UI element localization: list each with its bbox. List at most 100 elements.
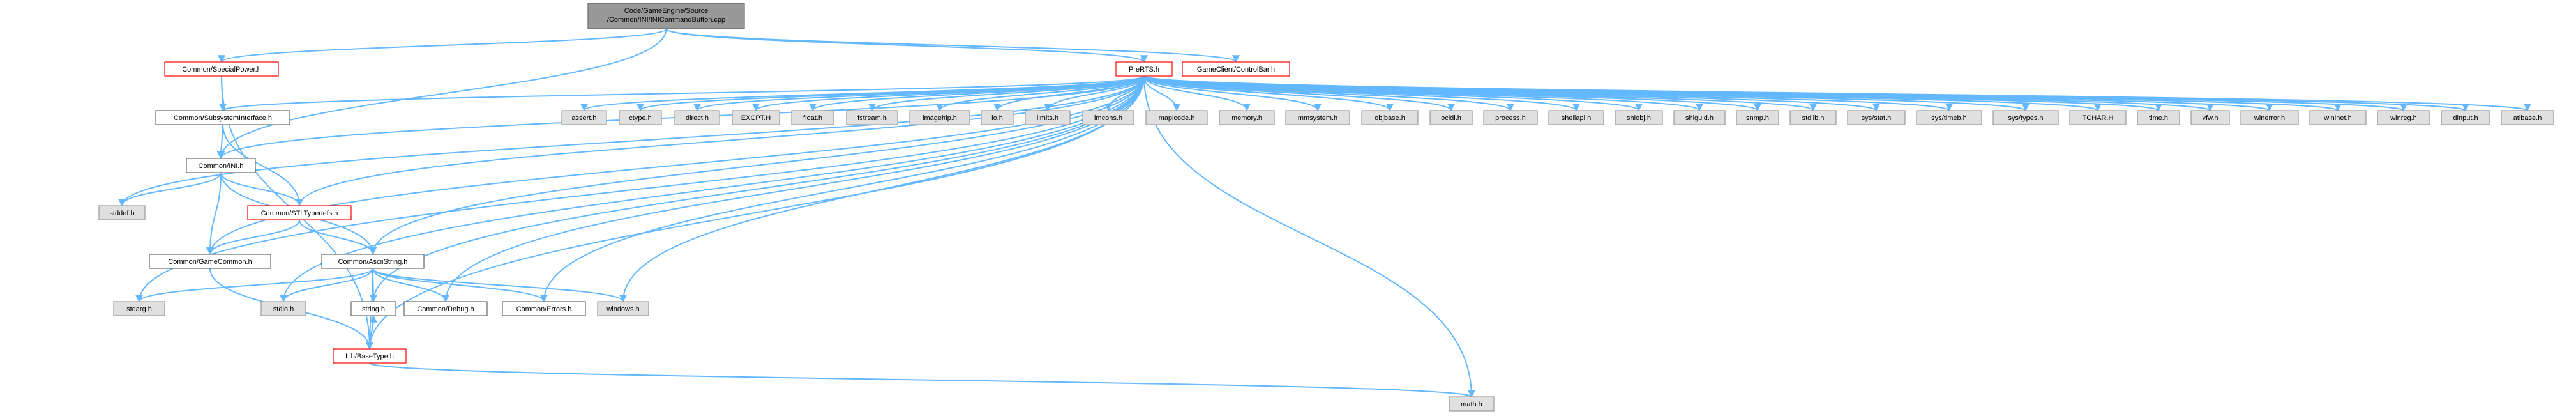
node-tchar[interactable]: TCHAR.H bbox=[2069, 110, 2127, 125]
node-prerts-box bbox=[1115, 61, 1173, 77]
node-controlbar-label: GameClient/ControlBar.h bbox=[1197, 66, 1275, 73]
node-asciistring[interactable]: Common/AsciiString.h bbox=[321, 254, 425, 269]
node-float-label: float.h bbox=[803, 114, 822, 122]
node-gamecommon-box bbox=[149, 254, 271, 269]
node-excpt[interactable]: EXCPT.H bbox=[732, 110, 780, 125]
node-wininet[interactable]: wininet.h bbox=[2309, 110, 2367, 125]
node-wininet-label: wininet.h bbox=[2323, 114, 2351, 122]
node-systimeb[interactable]: sys/timeb.h bbox=[1916, 110, 1982, 125]
node-io-box bbox=[981, 110, 1014, 125]
node-lmcons-label: lmcons.h bbox=[1094, 114, 1122, 122]
node-winreg[interactable]: winreg.h bbox=[2377, 110, 2430, 125]
node-time-box bbox=[2137, 110, 2180, 125]
node-shlguid[interactable]: shlguid.h bbox=[1673, 110, 1726, 125]
node-subsystem[interactable]: Common/SubsystemInterface.h bbox=[155, 110, 290, 125]
node-ctype[interactable]: ctype.h bbox=[619, 110, 662, 125]
node-errors[interactable]: Common/Errors.h bbox=[502, 301, 586, 316]
node-asciistring-box bbox=[321, 254, 425, 269]
node-shellapi-box bbox=[1548, 110, 1604, 125]
node-basetype[interactable]: Lib/BaseType.h bbox=[333, 348, 407, 364]
node-assert-box bbox=[561, 110, 607, 125]
node-systypes[interactable]: sys/types.h bbox=[1992, 110, 2059, 125]
node-specialpower[interactable]: Common/SpecialPower.h bbox=[164, 61, 279, 77]
node-gamecommon[interactable]: Common/GameCommon.h bbox=[149, 254, 271, 269]
node-debug[interactable]: Common/Debug.h bbox=[403, 301, 488, 316]
node-fstream[interactable]: fstream.h bbox=[846, 110, 898, 125]
edge-prerts-to-mapicode bbox=[1143, 75, 1180, 112]
node-stddef-box bbox=[98, 205, 146, 220]
node-assert[interactable]: assert.h bbox=[561, 110, 607, 125]
node-excpt-label: EXCPT.H bbox=[741, 114, 771, 122]
node-lmcons[interactable]: lmcons.h bbox=[1082, 110, 1134, 125]
node-ini-box bbox=[186, 158, 256, 173]
node-stdlib[interactable]: stdlib.h bbox=[1789, 110, 1837, 125]
node-root-label-line-1: /Common/INI/INICommandButton.cpp bbox=[607, 16, 725, 24]
node-winerror[interactable]: winerror.h bbox=[2240, 110, 2299, 125]
node-prerts[interactable]: PreRTS.h bbox=[1115, 61, 1173, 77]
node-time[interactable]: time.h bbox=[2137, 110, 2180, 125]
node-windows-label: windows.h bbox=[606, 305, 639, 313]
node-ocidl-label: ocidl.h bbox=[1441, 114, 1461, 122]
node-stddef[interactable]: stddef.h bbox=[98, 205, 146, 220]
node-subsystem-label: Common/SubsystemInterface.h bbox=[174, 114, 272, 122]
node-mmsystem[interactable]: mmsystem.h bbox=[1285, 110, 1350, 125]
node-specialpower-label: Common/SpecialPower.h bbox=[182, 66, 261, 73]
node-sysstat[interactable]: sys/stat.h bbox=[1847, 110, 1906, 125]
node-controlbar[interactable]: GameClient/ControlBar.h bbox=[1182, 61, 1290, 77]
node-asciistring-label: Common/AsciiString.h bbox=[338, 258, 408, 266]
edge-prerts-to-stddef bbox=[118, 75, 1145, 207]
node-math[interactable]: math.h bbox=[1449, 396, 1495, 412]
edge-ini-to-gamecommon bbox=[206, 172, 222, 256]
node-stdio[interactable]: stdio.h bbox=[260, 301, 306, 316]
node-dinput-label: dinput.h bbox=[2453, 114, 2478, 122]
edge-prerts-to-math bbox=[1143, 75, 1475, 398]
node-windows-box bbox=[597, 301, 649, 316]
node-mapicode[interactable]: mapicode.h bbox=[1145, 110, 1208, 125]
node-limits[interactable]: limits.h bbox=[1025, 110, 1071, 125]
node-objbase[interactable]: objbase.h bbox=[1361, 110, 1419, 125]
node-root[interactable]: Code/GameEngine/Source/Common/INI/INICom… bbox=[587, 3, 745, 29]
node-limits-box bbox=[1025, 110, 1071, 125]
node-ini[interactable]: Common/INI.h bbox=[186, 158, 256, 173]
node-shellapi[interactable]: shellapi.h bbox=[1548, 110, 1604, 125]
node-mmsystem-label: mmsystem.h bbox=[1298, 114, 1337, 122]
node-vfw-box bbox=[2190, 110, 2230, 125]
edge-asciistring-to-errors bbox=[372, 268, 548, 303]
node-dinput[interactable]: dinput.h bbox=[2441, 110, 2490, 125]
node-windows[interactable]: windows.h bbox=[597, 301, 649, 316]
node-direct-box bbox=[674, 110, 720, 125]
node-shlobj[interactable]: shlobj.h bbox=[1615, 110, 1663, 125]
node-memory-box bbox=[1219, 110, 1275, 125]
node-fstream-box bbox=[846, 110, 898, 125]
node-math-box bbox=[1449, 396, 1495, 412]
edge-ini-to-stddef bbox=[118, 172, 222, 207]
node-stltypedefs[interactable]: Common/STLTypedefs.h bbox=[247, 205, 352, 220]
node-lmcons-box bbox=[1082, 110, 1134, 125]
node-stdlib-box bbox=[1789, 110, 1837, 125]
node-direct[interactable]: direct.h bbox=[674, 110, 720, 125]
node-sysstat-box bbox=[1847, 110, 1906, 125]
node-snmp[interactable]: snmp.h bbox=[1736, 110, 1779, 125]
node-ocidl[interactable]: ocidl.h bbox=[1429, 110, 1473, 125]
node-io[interactable]: io.h bbox=[981, 110, 1014, 125]
edge-root-to-prerts bbox=[665, 28, 1148, 63]
node-vfw[interactable]: vfw.h bbox=[2190, 110, 2230, 125]
node-fstream-label: fstream.h bbox=[857, 114, 887, 122]
node-imagehlp[interactable]: imagehlp.h bbox=[909, 110, 970, 125]
edge-prerts-to-basetype bbox=[366, 75, 1145, 350]
node-objbase-box bbox=[1361, 110, 1419, 125]
node-stdarg[interactable]: stdarg.h bbox=[113, 301, 165, 316]
node-float[interactable]: float.h bbox=[791, 110, 834, 125]
node-process[interactable]: process.h bbox=[1483, 110, 1538, 125]
node-io-label: io.h bbox=[991, 114, 1003, 122]
node-winerror-label: winerror.h bbox=[2254, 114, 2285, 122]
node-stltypedefs-box bbox=[247, 205, 352, 220]
node-string[interactable]: string.h bbox=[350, 301, 396, 316]
node-errors-box bbox=[502, 301, 586, 316]
node-ocidl-box bbox=[1429, 110, 1473, 125]
node-stdarg-box bbox=[113, 301, 165, 316]
node-snmp-label: snmp.h bbox=[1746, 114, 1769, 122]
node-memory[interactable]: memory.h bbox=[1219, 110, 1275, 125]
node-ini-label: Common/INI.h bbox=[199, 162, 244, 170]
node-atlbase[interactable]: atlbase.h bbox=[2501, 110, 2554, 125]
